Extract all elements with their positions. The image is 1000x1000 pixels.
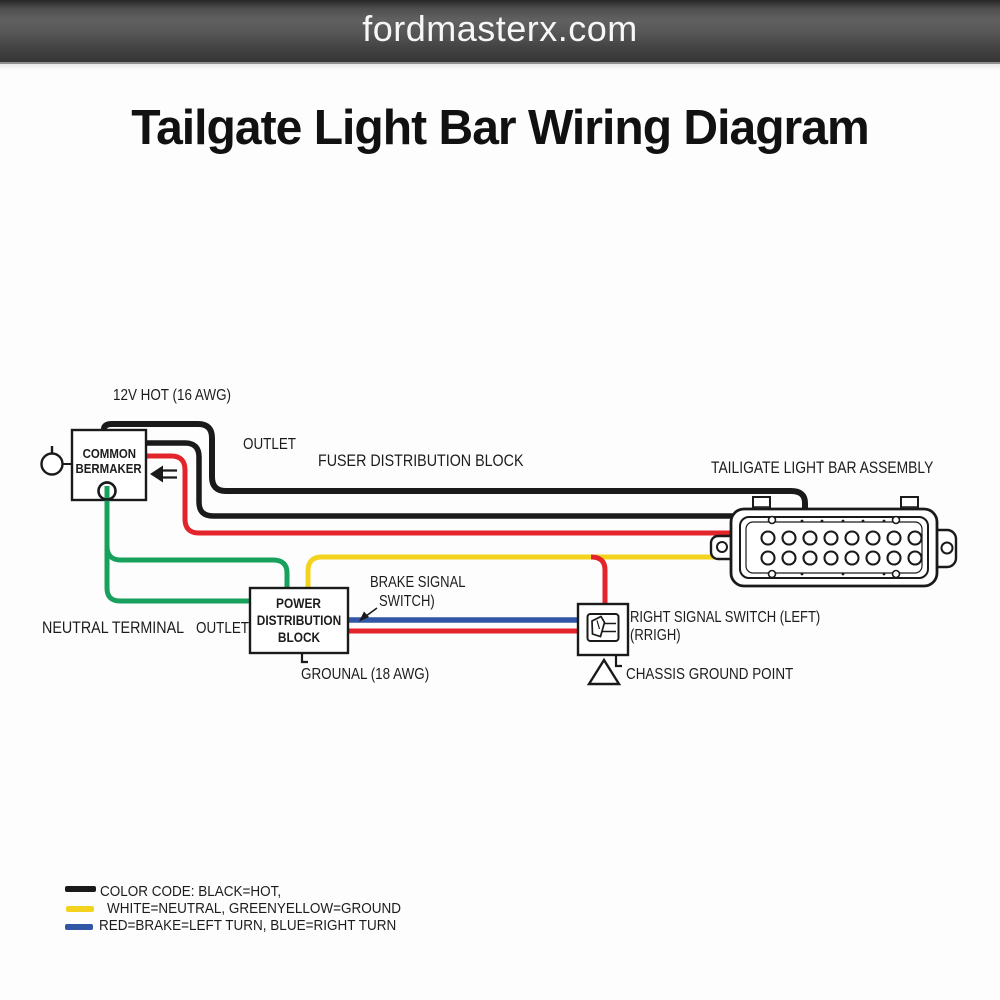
legend-line-2: WHITE=NEUTRAL, GREENYELLOW=GROUND <box>107 900 402 917</box>
label-chassis-ground: CHASSIS GROUND POINT <box>626 666 794 683</box>
connector-tab-left <box>752 496 771 512</box>
label-right-signal-2: (RRIGH) <box>630 627 681 644</box>
common-breaker <box>40 428 177 503</box>
power-distribution-box <box>248 586 350 655</box>
label-light-bar-assembly: TAILIGATE LIGHT BAR ASSEMBLY <box>711 459 934 477</box>
label-right-signal-1: RIGHT SIGNAL SWITCH (LEFT) <box>630 609 821 626</box>
wire-outlet-black <box>144 440 733 519</box>
page-title: Tailgate Light Bar Wiring Diagram <box>131 101 869 155</box>
ear-hole-right <box>940 541 954 555</box>
wire-red-drop-to-switch <box>590 554 608 605</box>
connector-body <box>729 507 939 588</box>
legend-swatch-yellow <box>66 906 94 912</box>
legend-line-1: COLOR CODE: BLACK=HOT, <box>100 883 282 900</box>
breaker-box-label: COMMON BERMAKER <box>75 446 143 476</box>
wire-ground-green-main <box>104 483 250 604</box>
breaker-terminal-ring <box>97 481 117 501</box>
brake-label-arrow <box>359 607 378 622</box>
label-outlet-top: OUTLET <box>243 436 297 453</box>
label-12v-hot: 12V HOT (16 AWG) <box>113 387 232 404</box>
label-ground-awg: GROUNAL (18 AWG) <box>301 666 430 683</box>
banner-shadow <box>0 64 1000 70</box>
power-box-label: POWER DISTRIBUTION BLOCK <box>256 596 342 645</box>
connector-inner-seal2 <box>745 521 923 574</box>
light-bar-connector <box>709 496 958 588</box>
power-block-lead <box>300 653 308 664</box>
label-neutral-terminal: NEUTRAL TERMINAL <box>42 618 185 637</box>
label-brake-signal-1: BRAKE SIGNAL <box>370 574 466 591</box>
connector-screws <box>767 515 901 579</box>
ear-hole-left <box>716 541 728 553</box>
label-outlet-bottom: OUTLET <box>196 620 250 637</box>
legend-swatch-blue <box>65 924 93 930</box>
wire-ground-green-branch <box>104 545 290 588</box>
connector-inner-seal <box>739 516 929 579</box>
legend-swatch-black <box>65 886 96 892</box>
site-name: fordmasterx.com <box>362 8 638 49</box>
power-icon-circle <box>40 452 64 476</box>
legend-line-3: RED=BRAKE=LEFT TURN, BLUE=RIGHT TURN <box>99 917 397 934</box>
wire-12v-hot-black <box>101 421 808 512</box>
wire-neutral-yellow <box>305 554 737 588</box>
wire-brake-red <box>144 453 731 536</box>
site-banner: fordmasterx.com <box>0 0 1000 64</box>
right-signal-switch <box>576 602 630 657</box>
connector-index-dots <box>800 519 886 576</box>
label-brake-signal-2: SWITCH) <box>379 593 435 610</box>
switch-ground-lead <box>614 655 622 668</box>
wires <box>101 421 808 634</box>
label-fuse-distribution-block: FUSER DISTRIBUTION BLOCK <box>318 451 524 470</box>
left-arrow-icon <box>150 465 177 483</box>
connector-pin-holes <box>760 530 923 566</box>
ground-triangle-icon <box>586 657 622 686</box>
